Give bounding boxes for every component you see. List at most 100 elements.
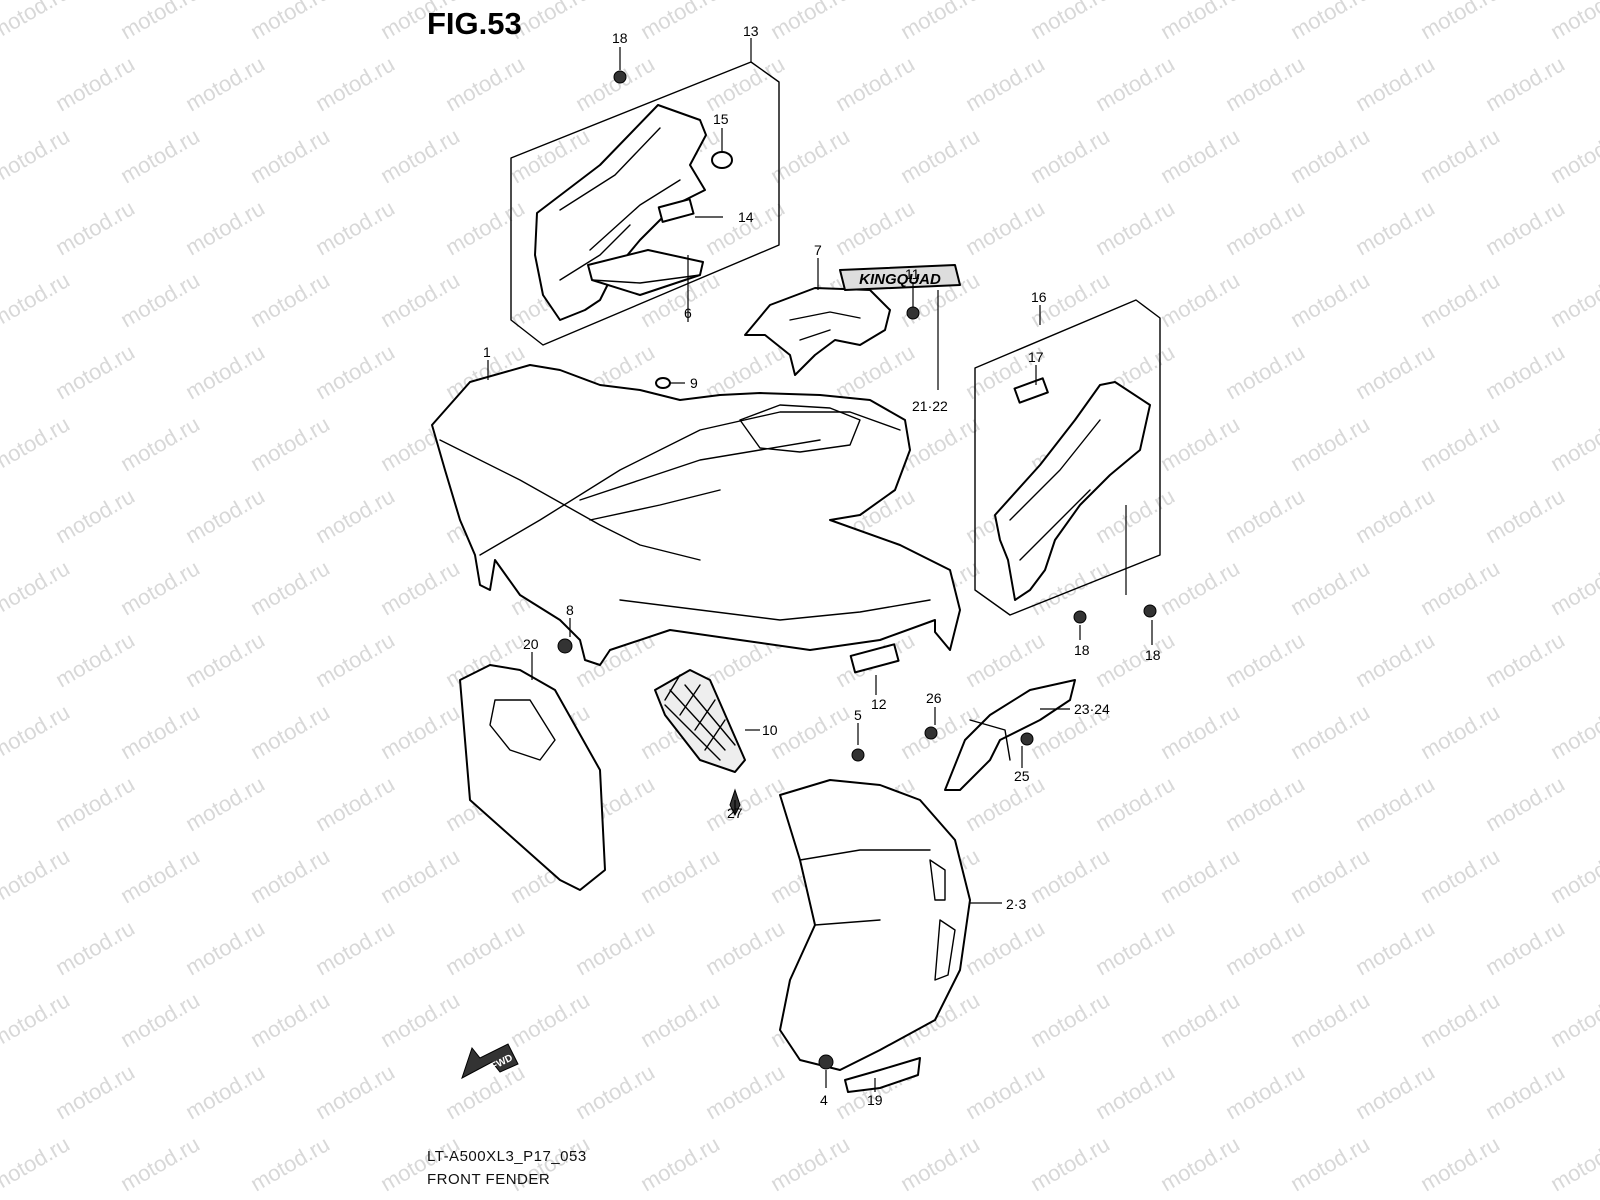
watermark-text: motod.ru xyxy=(701,1059,789,1124)
watermark-text: motod.ru xyxy=(1481,627,1569,692)
callout-26: 26 xyxy=(926,690,942,706)
watermark-text: motod.ru xyxy=(311,915,399,980)
watermark-text: motod.ru xyxy=(311,339,399,404)
watermark-text: motod.ru xyxy=(181,771,269,836)
callout-13: 13 xyxy=(743,23,759,39)
watermark-text: motod.ru xyxy=(1091,627,1179,692)
watermark-text: motod.ru xyxy=(896,1131,984,1196)
watermark-text: motod.ru xyxy=(246,555,334,620)
watermark-text: motod.ru xyxy=(181,483,269,548)
watermark-text: motod.ru xyxy=(1481,195,1569,260)
watermark-text: motod.ru xyxy=(1546,0,1600,44)
watermark-text: motod.ru xyxy=(116,699,204,764)
callout-4: 4 xyxy=(820,1092,828,1108)
callout-labels: 13 18 15 14 7 11 6 1 9 21·22 16 17 8 20 … xyxy=(483,23,1161,1108)
watermark-text: motod.ru xyxy=(831,51,919,116)
watermark-text: motod.ru xyxy=(441,195,529,260)
watermark-text: motod.ru xyxy=(376,555,464,620)
watermark-text: motod.ru xyxy=(311,483,399,548)
watermark-text: motod.ru xyxy=(441,51,529,116)
watermark-text: motod.ru xyxy=(701,51,789,116)
watermark-text: motod.ru xyxy=(1351,195,1439,260)
watermark-text: motod.ru xyxy=(1221,51,1309,116)
watermark-text: motod.ru xyxy=(376,843,464,908)
callout-11: 11 xyxy=(905,266,920,282)
watermark-text: motod.ru xyxy=(0,123,74,188)
watermark-text: motod.ru xyxy=(0,987,74,1052)
watermark-text: motod.ru xyxy=(1286,123,1374,188)
callout-15: 15 xyxy=(713,111,729,127)
watermark-text: motod.ru xyxy=(1546,555,1600,620)
callout-20: 20 xyxy=(523,636,539,652)
watermark-text: motod.ru xyxy=(1481,915,1569,980)
callout-2-3: 2·3 xyxy=(1006,896,1026,912)
watermark-text: motod.ru xyxy=(831,339,919,404)
watermark-text: motod.ru xyxy=(961,1059,1049,1124)
watermark-text: motod.ru xyxy=(1351,915,1439,980)
part-10-grille xyxy=(654,669,746,817)
watermark-text: motod.ru xyxy=(1156,843,1244,908)
watermark-text: motod.ru xyxy=(51,483,139,548)
watermark-text: motod.ru xyxy=(701,915,789,980)
part-box-13 xyxy=(510,61,780,346)
part-1-front-fender xyxy=(431,364,961,666)
watermark-text: motod.ru xyxy=(1351,51,1439,116)
watermark-text: motod.ru xyxy=(1351,627,1439,692)
watermark-text: motod.ru xyxy=(181,339,269,404)
callout-18-top: 18 xyxy=(612,30,628,46)
watermark-text: motod.ru xyxy=(766,0,854,44)
callout-5: 5 xyxy=(854,707,862,723)
watermark-text: motod.ru xyxy=(0,411,74,476)
part-2-3-inner-fender xyxy=(779,779,971,1071)
watermark-text: motod.ru xyxy=(1286,411,1374,476)
watermark-text: motod.ru xyxy=(246,411,334,476)
watermark-text: motod.ru xyxy=(376,987,464,1052)
kingquad-emblem: KINGQUAD xyxy=(839,264,961,291)
watermark-text: motod.ru xyxy=(1286,267,1374,332)
watermark-text: motod.ru xyxy=(1156,411,1244,476)
callout-16: 16 xyxy=(1031,289,1047,305)
watermark-text: motod.ru xyxy=(116,987,204,1052)
watermark-text: motod.ru xyxy=(181,1059,269,1124)
watermark-text: motod.ru xyxy=(51,51,139,116)
callout-19: 19 xyxy=(867,1092,883,1108)
callout-9: 9 xyxy=(690,375,698,391)
watermark-text: motod.ru xyxy=(116,555,204,620)
watermark-text: motod.ru xyxy=(1286,699,1374,764)
callout-6: 6 xyxy=(684,305,692,321)
watermark-text: motod.ru xyxy=(636,987,724,1052)
watermark-text: motod.ru xyxy=(701,195,789,260)
leader-lines xyxy=(487,38,1153,1092)
watermark-text: motod.ru xyxy=(1221,915,1309,980)
watermark-text: motod.ru xyxy=(1156,0,1244,44)
watermark-text: motod.ru xyxy=(1416,267,1504,332)
watermark-text: motod.ru xyxy=(246,1131,334,1196)
part-6 xyxy=(587,249,704,389)
watermark-text: motod.ru xyxy=(766,1131,854,1196)
watermark-text: motod.ru xyxy=(51,195,139,260)
watermark-text: motod.ru xyxy=(181,51,269,116)
part-5-screw xyxy=(851,748,865,762)
part-box-16 xyxy=(974,299,1161,624)
watermark-text: motod.ru xyxy=(1481,1059,1569,1124)
part-12 xyxy=(849,643,900,674)
watermark-text: motod.ru xyxy=(311,627,399,692)
callout-8: 8 xyxy=(566,602,574,618)
watermark-text: motod.ru xyxy=(1416,555,1504,620)
part-7 xyxy=(744,287,920,376)
watermark-text: motod.ru xyxy=(1546,123,1600,188)
watermark-text: motod.ru xyxy=(246,267,334,332)
watermark-text: motod.ru xyxy=(571,51,659,116)
watermark-text: motod.ru xyxy=(1091,915,1179,980)
watermark-text: motod.ru xyxy=(1416,0,1504,44)
watermark-text: motod.ru xyxy=(376,267,464,332)
watermark-text: motod.ru xyxy=(636,843,724,908)
watermark-text: motod.ru xyxy=(896,123,984,188)
watermark-text: motod.ru xyxy=(1091,1059,1179,1124)
watermark-text: motod.ru xyxy=(636,1131,724,1196)
watermark-text: motod.ru xyxy=(311,195,399,260)
watermark-text: motod.ru xyxy=(311,51,399,116)
watermark-text: motod.ru xyxy=(1546,699,1600,764)
watermark-text: motod.ru xyxy=(961,51,1049,116)
